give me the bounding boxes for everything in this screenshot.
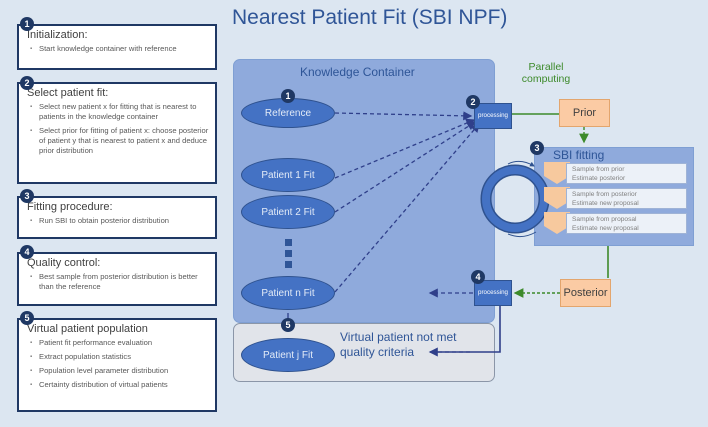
knowledge-container-title: Knowledge Container: [300, 65, 415, 79]
sbi-chevron-2: [544, 187, 570, 209]
step-3-list: Run SBI to obtain posterior distribution: [19, 216, 215, 226]
step-5-item-1: Patient fit performance evaluation: [30, 338, 209, 348]
processing-box-top: processing: [474, 103, 512, 129]
continuation-dot-1: [285, 239, 292, 246]
step-4-item-1: Best sample from posterior distribution …: [30, 272, 209, 292]
posterior-box: Posterior: [560, 279, 611, 307]
step-5-list: Patient fit performance evaluation Extra…: [19, 338, 215, 390]
reference-node: Reference: [241, 98, 335, 128]
processing-box-bottom: processing: [474, 280, 512, 306]
sbi-step-3-line-1: Sample from proposal: [572, 216, 637, 223]
step-5-heading: Virtual patient population: [27, 323, 148, 335]
sbi-step-2-line-1: Sample from posterior: [572, 191, 637, 198]
sbi-step-2-line-2: Estimate new proposal: [572, 200, 639, 207]
page-title: Nearest Patient Fit (SBI NPF): [232, 6, 508, 29]
patient-n-node: Patient n Fit: [241, 276, 335, 310]
step-5-item-4: Certainty distribution of virtual patien…: [30, 380, 209, 390]
patient-j-node: Patient j Fit: [241, 338, 335, 372]
badge-5-diagram: 5: [281, 318, 295, 332]
sbi-fitting-title: SBI fitting: [553, 148, 605, 162]
step-2-badge: 2: [20, 76, 34, 90]
sbi-step-1-line-1: Sample from prior: [572, 166, 625, 173]
continuation-dot-2: [285, 250, 292, 257]
prior-box: Prior: [559, 99, 610, 127]
badge-2-diagram: 2: [466, 95, 480, 109]
step-5-item-2: Extract population statistics: [30, 352, 209, 362]
step-1-panel: Initialization: Start knowledge containe…: [17, 24, 217, 70]
step-3-heading: Fitting procedure:: [27, 201, 113, 213]
step-1-item-1: Start knowledge container with reference: [30, 44, 209, 54]
patient1-to-processing-arrow: [334, 118, 476, 179]
step-1-badge: 1: [20, 17, 34, 31]
badge-4-diagram: 4: [471, 270, 485, 284]
step-3-item-1: Run SBI to obtain posterior distribution: [30, 216, 209, 226]
step-1-heading: Initialization:: [27, 29, 88, 41]
virtual-patient-text: Virtual patient not met quality criteria: [340, 330, 457, 359]
step-5-badge: 5: [20, 311, 34, 325]
reference-to-processing-arrow: [334, 111, 473, 121]
step-4-panel: Quality control: Best sample from poster…: [17, 252, 217, 306]
sbi-step-3-line-2: Estimate new proposal: [572, 225, 639, 232]
sbi-chevron-3: [544, 212, 570, 234]
sbi-step-1: Sample from prior Estimate posterior: [566, 163, 687, 184]
step-2-panel: Select patient fit: Select new patient x…: [17, 82, 217, 184]
sbi-step-3: Sample from proposal Estimate new propos…: [566, 213, 687, 234]
patient-1-node: Patient 1 Fit: [241, 158, 335, 192]
step-2-heading: Select patient fit:: [27, 87, 109, 99]
sbi-step-1-line-2: Estimate posterior: [572, 175, 626, 182]
step-5-item-3: Population level parameter distribution: [30, 366, 209, 376]
sbi-step-2: Sample from posterior Estimate new propo…: [566, 188, 687, 209]
patient-2-node: Patient 2 Fit: [241, 195, 335, 229]
sbi-chevron-stack: [544, 162, 570, 234]
step-3-badge: 3: [20, 189, 34, 203]
step-4-heading: Quality control:: [27, 257, 101, 269]
continuation-dot-3: [285, 261, 292, 268]
step-2-item-1: Select new patient x for fitting that is…: [30, 102, 209, 122]
badge-1-diagram: 1: [281, 89, 295, 103]
sbi-chevron-1: [544, 162, 570, 184]
step-2-item-2: Select prior for fitting of patient x: c…: [30, 126, 209, 156]
virtual-patient-arrow: [430, 305, 501, 353]
patientn-to-processing-arrow: [334, 123, 480, 293]
step-4-list: Best sample from posterior distribution …: [19, 272, 215, 292]
parallel-computing-label: Parallel computing: [521, 61, 571, 85]
step-4-badge: 4: [20, 245, 34, 259]
patient2-to-processing-arrow: [334, 121, 477, 213]
step-1-list: Start knowledge container with reference: [19, 44, 215, 54]
step-5-panel: Virtual patient population Patient fit p…: [17, 318, 217, 412]
step-2-list: Select new patient x for fitting that is…: [19, 102, 215, 156]
step-3-panel: Fitting procedure: Run SBI to obtain pos…: [17, 196, 217, 239]
badge-3-diagram: 3: [530, 141, 544, 155]
